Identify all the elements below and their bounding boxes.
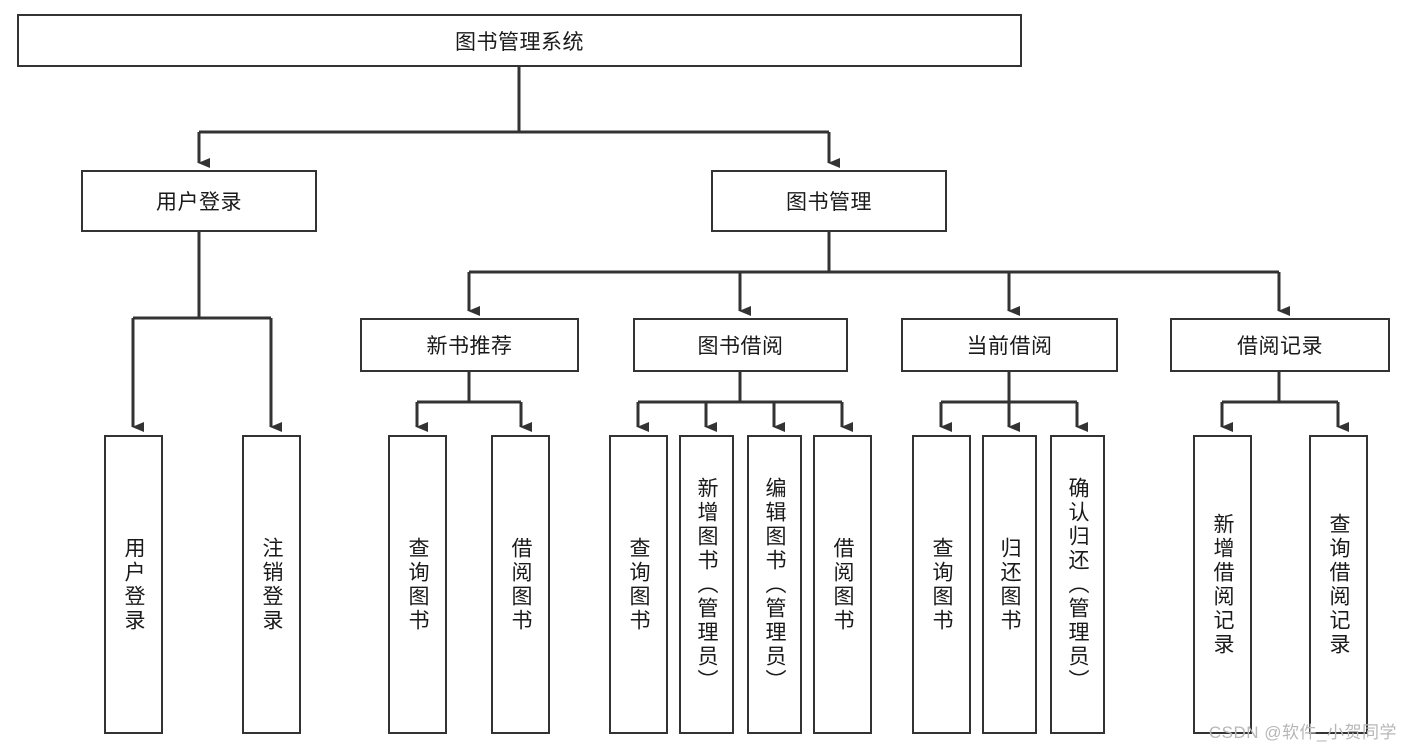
node-book-borrow[interactable]: 图书借阅 — [633, 318, 848, 372]
leaf-book-borrow-2[interactable]: 新增图书（管理员） — [679, 435, 734, 734]
node-current-borrow-label: 当前借阅 — [966, 335, 1053, 358]
leaf-user-login-1[interactable]: 用户登录 — [104, 435, 163, 734]
node-new-book-recommend[interactable]: 新书推荐 — [360, 318, 579, 372]
node-user-login-label: 用户登录 — [156, 191, 242, 214]
node-book-borrow-label: 图书借阅 — [697, 335, 784, 358]
leaf-current-borrow-1[interactable]: 查询图书 — [912, 435, 971, 734]
leaf-new-book-2-label: 借阅图书 — [509, 536, 532, 633]
leaf-new-book-1[interactable]: 查询图书 — [388, 435, 447, 734]
node-book-management[interactable]: 图书管理 — [711, 170, 947, 232]
node-root[interactable]: 图书管理系统 — [17, 14, 1022, 67]
leaf-current-borrow-3-label: 确认归还（管理员） — [1066, 476, 1089, 693]
node-borrow-records[interactable]: 借阅记录 — [1170, 318, 1390, 372]
node-borrow-records-label: 借阅记录 — [1237, 335, 1323, 358]
leaf-book-borrow-3[interactable]: 编辑图书（管理员） — [747, 435, 802, 734]
leaf-borrow-records-2[interactable]: 查询借阅记录 — [1309, 435, 1368, 734]
node-book-management-label: 图书管理 — [786, 191, 872, 214]
node-current-borrow[interactable]: 当前借阅 — [901, 318, 1118, 372]
node-user-login[interactable]: 用户登录 — [81, 170, 317, 232]
leaf-current-borrow-2-label: 归还图书 — [998, 536, 1021, 633]
leaf-new-book-2[interactable]: 借阅图书 — [491, 435, 550, 734]
leaf-user-login-1-label: 用户登录 — [122, 536, 145, 633]
leaf-borrow-records-1-label: 新增借阅记录 — [1211, 512, 1234, 657]
leaf-current-borrow-3[interactable]: 确认归还（管理员） — [1050, 435, 1105, 734]
leaf-current-borrow-1-label: 查询图书 — [930, 536, 953, 633]
leaf-user-login-2-label: 注销登录 — [260, 536, 283, 633]
leaf-book-borrow-3-label: 编辑图书（管理员） — [763, 476, 786, 693]
leaf-book-borrow-4[interactable]: 借阅图书 — [813, 435, 872, 734]
node-root-label: 图书管理系统 — [455, 30, 584, 54]
leaf-book-borrow-2-label: 新增图书（管理员） — [695, 476, 718, 693]
leaf-book-borrow-4-label: 借阅图书 — [831, 536, 854, 633]
leaf-new-book-1-label: 查询图书 — [406, 536, 429, 633]
leaf-book-borrow-1[interactable]: 查询图书 — [609, 435, 668, 734]
node-new-book-recommend-label: 新书推荐 — [426, 335, 513, 358]
leaf-current-borrow-2[interactable]: 归还图书 — [982, 435, 1037, 734]
leaf-borrow-records-2-label: 查询借阅记录 — [1327, 512, 1350, 657]
leaf-user-login-2[interactable]: 注销登录 — [242, 435, 301, 734]
leaf-book-borrow-1-label: 查询图书 — [627, 536, 650, 633]
leaf-borrow-records-1[interactable]: 新增借阅记录 — [1193, 435, 1252, 734]
